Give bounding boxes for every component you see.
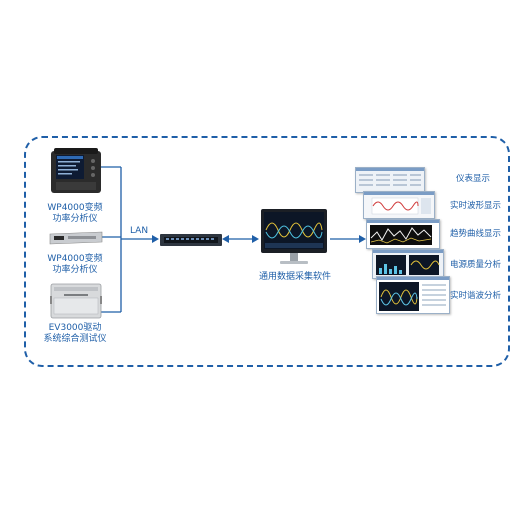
device-2-label: WP4000变频 功率分析仪 [40,254,110,276]
screenshot-realtime-waveform [363,191,435,219]
device-1-name: WP4000变频 [47,203,103,213]
device-3-name: EV3000驱动 [48,323,102,333]
device-1-type: 功率分析仪 [52,214,98,224]
device-1-label: WP4000变频 功率分析仪 [40,203,110,225]
function-label-realtime-waveform: 实时波形显示 [450,201,502,211]
device-3-type: 系统综合测试仪 [43,334,107,344]
ev3000-tester-image [50,282,102,320]
function-label-instrument-display: 仪表显示 [456,174,491,184]
screenshot-harmonic-analysis [376,276,450,314]
function-label-harmonic-analysis: 实时谐波分析 [450,291,502,301]
system-boundary-frame [24,136,510,367]
software-label: 通用数据采集软件 [258,272,331,282]
screenshot-instrument-display [355,167,425,193]
screenshot-power-quality [372,249,444,279]
screenshot-trend-curve [366,219,440,249]
pc-monitor-image [260,208,328,268]
function-label-power-quality: 电源质量分析 [450,260,502,270]
wp4000-portable-analyzer-image [50,147,102,197]
wp4000-rack-analyzer-image [48,230,104,246]
device-2-type: 功率分析仪 [52,265,98,275]
lan-label: LAN [129,226,149,236]
device-2-name: WP4000变频 [47,254,103,264]
function-label-trend-curve: 趋势曲线显示 [450,229,502,239]
device-3-label: EV3000驱动 系统综合测试仪 [36,323,114,345]
network-switch-image [160,232,222,246]
